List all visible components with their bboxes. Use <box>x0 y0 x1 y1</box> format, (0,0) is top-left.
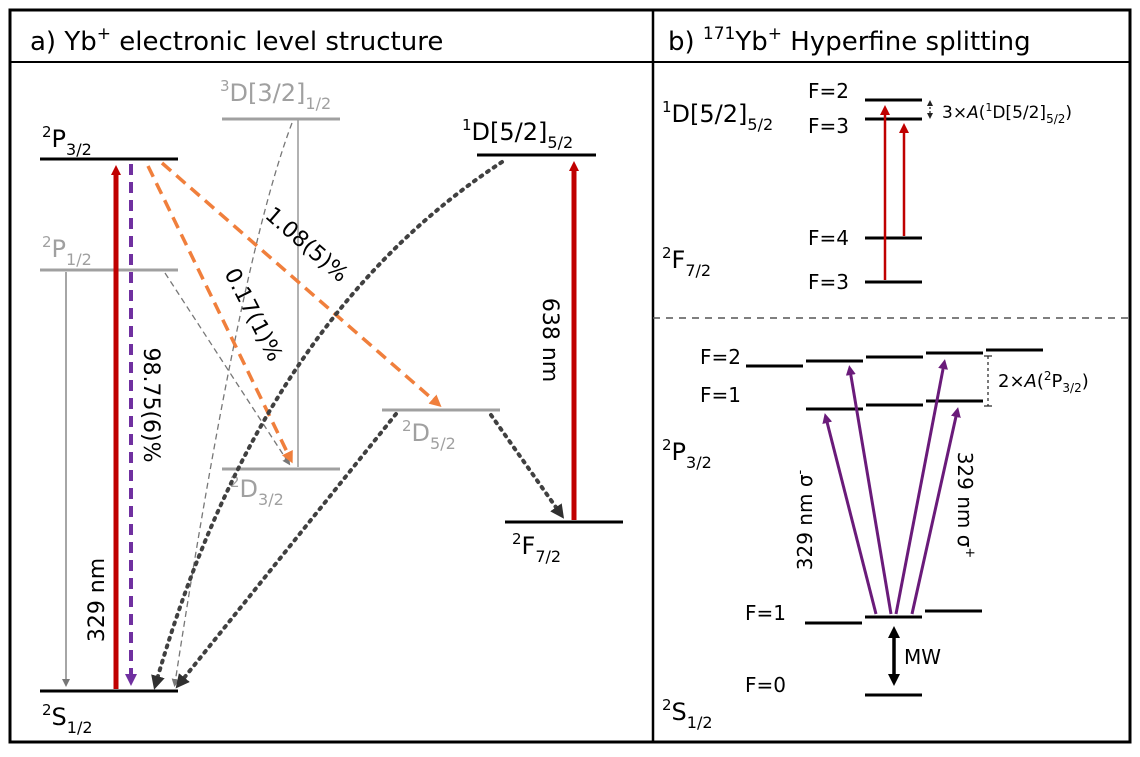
label-d-f3: F=3 <box>808 114 849 138</box>
label-d-f2: F=2 <box>808 79 849 103</box>
label-p-f2: F=2 <box>700 345 741 369</box>
decay-3d32-2s12 <box>171 122 293 687</box>
sigma-plus-arrow-2 <box>910 407 961 615</box>
label-b-1d52-52: 1D[5/2]5/2 <box>662 98 773 134</box>
decay-2p12-2d32 <box>164 272 291 466</box>
panel-b-title: b) 171Yb+ Hyperfine splitting <box>668 24 1031 57</box>
decay-2d52-2s12 <box>175 412 398 689</box>
label-b-2s12: 2S1/2 <box>662 696 713 732</box>
decay-2p32-2d32 <box>146 165 293 464</box>
label-b-2f72: 2F7/2 <box>662 244 711 280</box>
label-638nm: 638 nm <box>537 298 562 382</box>
label-splitting-d: 3×A(1D[5/2]5/2) <box>942 101 1072 126</box>
label-2p32: 2P3/2 <box>42 123 92 159</box>
label-1d52-52: 1D[5/2]5/2 <box>462 116 573 152</box>
label-329nm: 329 nm <box>85 558 110 642</box>
label-mw: MW <box>904 645 941 669</box>
decay-2d52-2f72 <box>489 413 565 519</box>
label-sigma-plus: 329 nm σ+ <box>953 452 977 559</box>
sigma-plus-arrow-1 <box>894 359 948 615</box>
panel-a-title: a) Yb+ electronic level structure <box>30 24 443 57</box>
label-f-f3: F=3 <box>808 270 849 294</box>
label-branch-d52: 1.08(5)% <box>260 203 353 288</box>
label-3d32-12: 3D[3/2]1/2 <box>220 77 331 113</box>
label-p-f1: F=1 <box>700 383 741 407</box>
label-2s12: 2S1/2 <box>42 701 93 737</box>
sigma-minus-arrow-2 <box>845 365 893 615</box>
decay-2p32-2d52 <box>160 161 442 407</box>
label-s-f1: F=1 <box>745 601 786 625</box>
label-branch-d32: 0.17(1)% <box>219 264 287 365</box>
label-sigma-minus: 329 nm σ- <box>793 469 817 570</box>
label-2f72: 2F7/2 <box>512 530 561 566</box>
label-f-f4: F=4 <box>808 226 849 250</box>
label-branch-s: 98.75(6)% <box>138 347 163 462</box>
sigma-minus-arrow-1 <box>822 413 878 615</box>
label-2d32: 2D3/2 <box>230 473 284 509</box>
label-2d52: 2D5/2 <box>402 417 456 453</box>
decay-1d52-2s12 <box>151 160 504 690</box>
label-2p12: 2P1/2 <box>42 233 92 269</box>
label-s-f0: F=0 <box>745 673 786 697</box>
label-b-2p32: 2P3/2 <box>662 436 712 472</box>
label-splitting-p: 2×A(2P3/2) <box>998 369 1089 395</box>
outer-frame <box>8 8 1132 744</box>
